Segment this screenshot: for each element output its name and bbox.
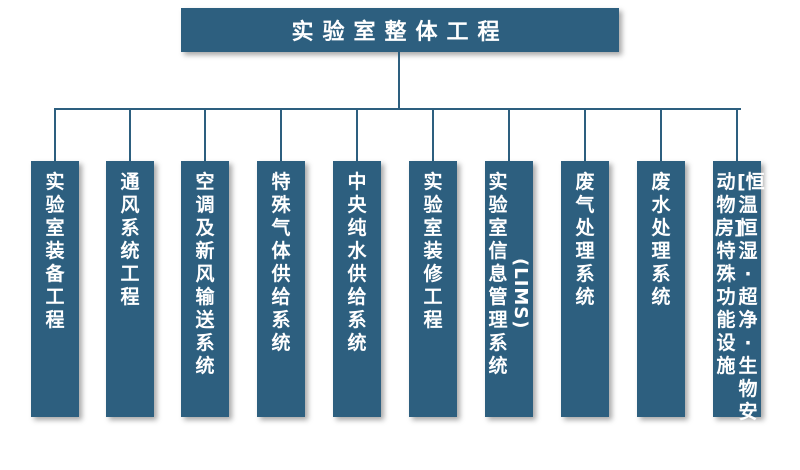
branch-connector: [54, 108, 56, 161]
branch-connector: [736, 108, 738, 161]
branch-label: 特殊气体供给系统: [271, 171, 291, 354]
branch-node: 特殊气体供给系统: [257, 161, 305, 417]
branch-label: 通风系统工程: [120, 171, 140, 308]
branch-label: (LIMS): [510, 258, 531, 330]
root-node: 实验室整体工程: [181, 8, 619, 52]
branch-label: 空调及新风输送系统: [195, 171, 215, 377]
branch-connector: [356, 108, 358, 161]
branch-node: 废气处理系统: [561, 161, 609, 417]
branch-label: 实验室装备工程: [45, 171, 65, 331]
branch-node: 空调及新风输送系统: [181, 161, 229, 417]
branch-node: 废水处理系统: [637, 161, 685, 417]
branch-label: 动物房]特殊功能设施: [715, 171, 743, 377]
branch-node: 实验室装备工程: [31, 161, 79, 417]
branch-node: 通风系统工程: [106, 161, 154, 417]
root-title: 实验室整体工程: [291, 20, 509, 45]
branch-label: 废气处理系统: [575, 171, 595, 308]
branch-node: 中央纯水供给系统: [333, 161, 381, 417]
branch-label: 实验室装修工程: [423, 171, 443, 331]
branch-label: 实验室信息管理系统: [488, 171, 508, 377]
branch-node: [恒温恒湿·超净·生物安全·动物房]特殊功能设施: [713, 161, 765, 469]
branch-connector: [508, 108, 510, 161]
branch-node: (LIMS)实验室信息管理系统: [485, 161, 533, 417]
horizontal-bus: [54, 108, 741, 110]
branch-connector: [584, 108, 586, 161]
branch-label: 废水处理系统: [651, 171, 671, 308]
branch-node: 实验室装修工程: [409, 161, 457, 417]
branch-connector: [280, 108, 282, 161]
branch-connector: [432, 108, 434, 161]
branch-label: [恒温恒湿·超净·生物安全·: [737, 171, 765, 469]
branch-label: 中央纯水供给系统: [347, 171, 367, 354]
branch-connector: [204, 108, 206, 161]
branch-connector: [129, 108, 131, 161]
root-connector: [398, 52, 400, 109]
branch-connector: [660, 108, 662, 161]
